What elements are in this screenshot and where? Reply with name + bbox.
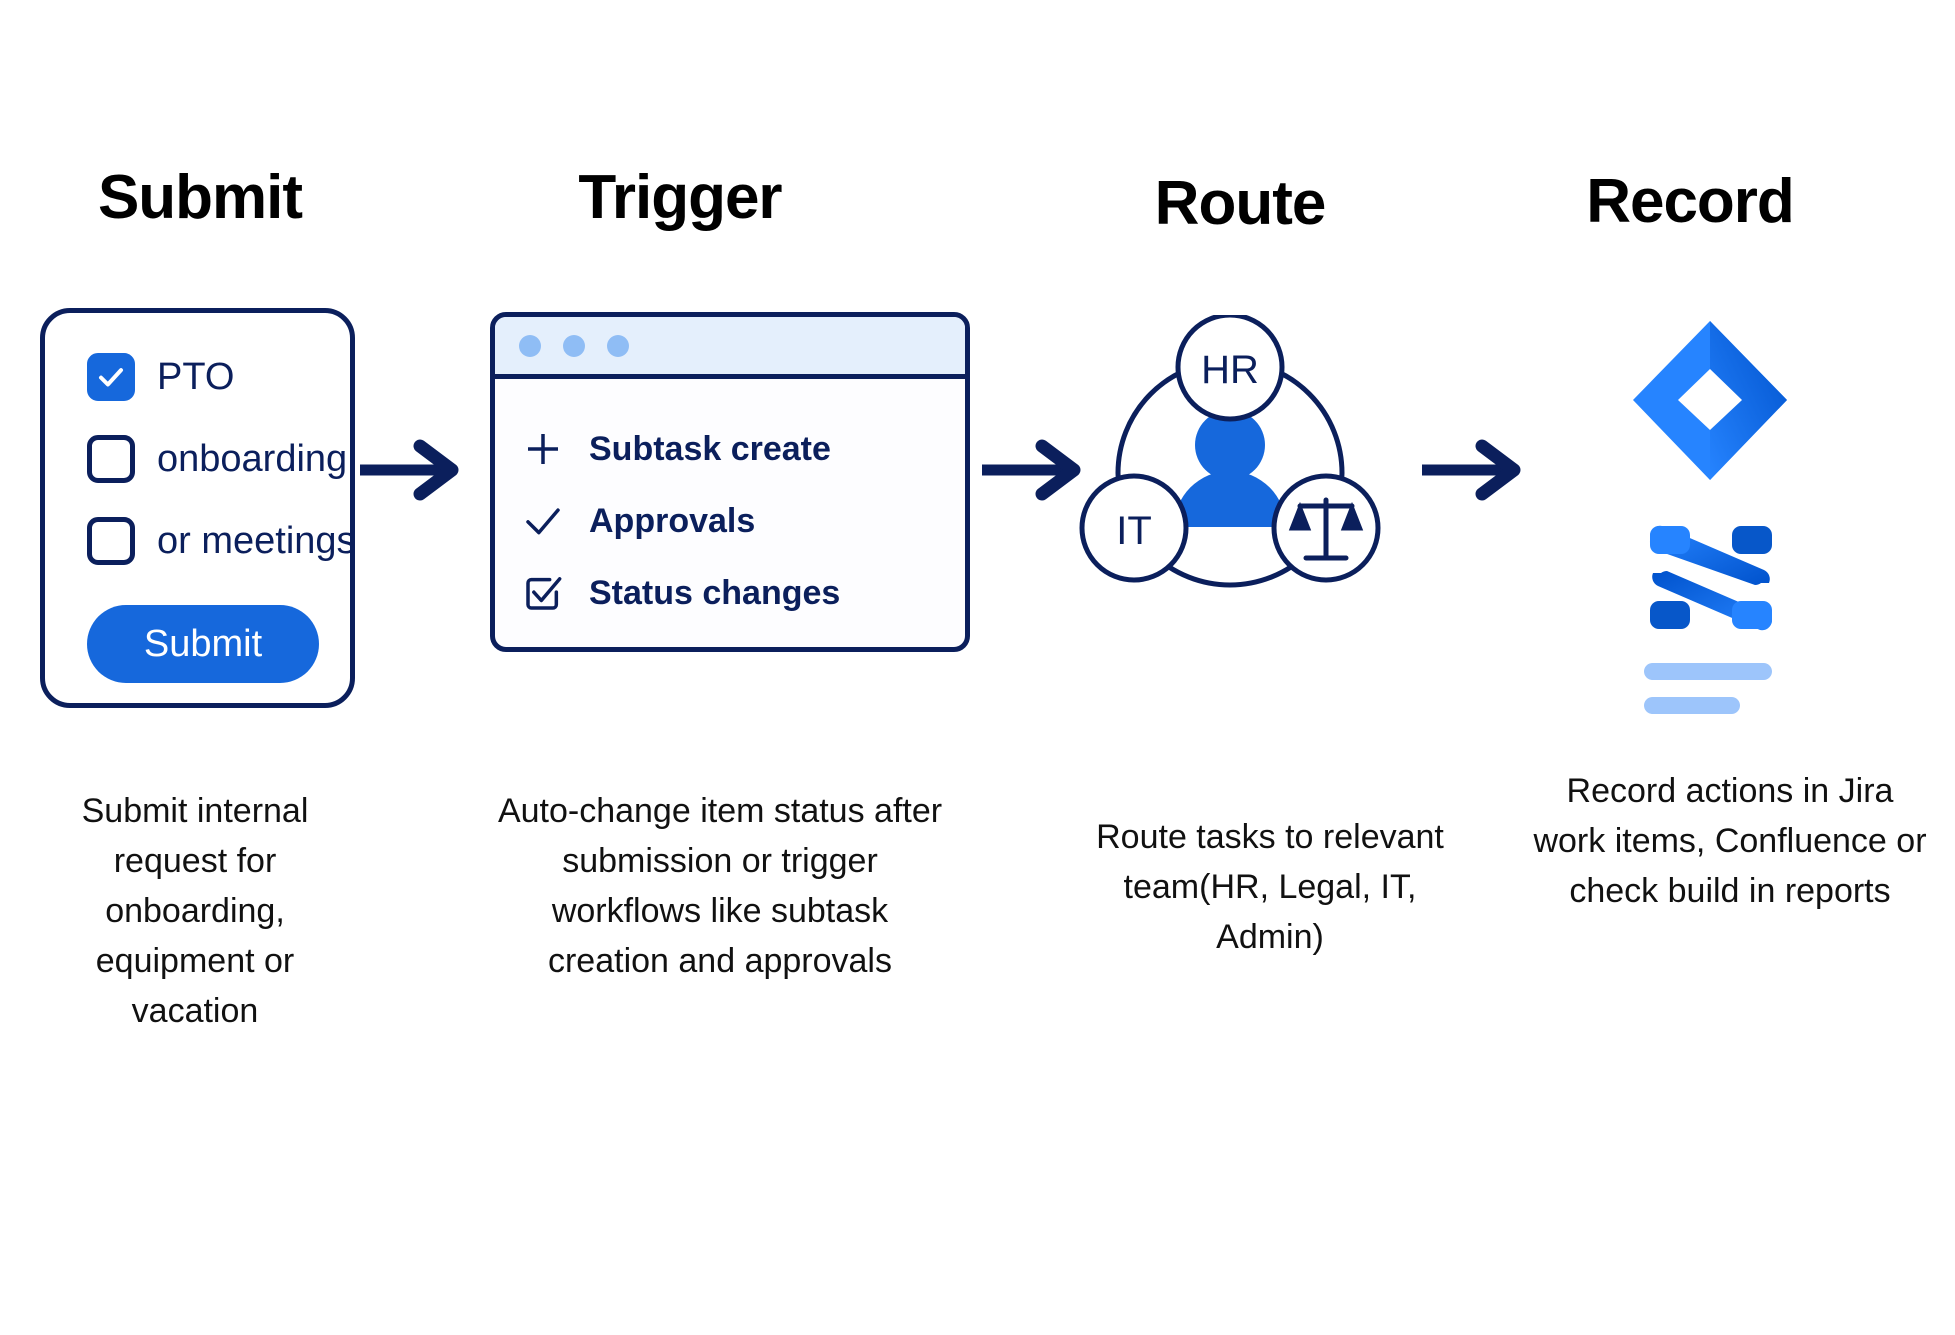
- page-title-submit: Submit: [97, 163, 303, 232]
- trigger-list: Subtask create Approvals Status cha: [495, 379, 965, 629]
- checkbox-row-or-meetings[interactable]: or meetings: [87, 517, 356, 565]
- window-dot-icon: [519, 334, 541, 357]
- flow-arrow-submit-to-trigger: [358, 438, 468, 507]
- person-icon: [1174, 410, 1286, 527]
- list-item-label: Approvals: [589, 501, 756, 540]
- caption-route: Route tasks to relevant team(HR, Legal, …: [1096, 818, 1444, 956]
- check-icon: [521, 499, 565, 543]
- checkbox-onboarding[interactable]: [87, 435, 135, 483]
- confluence-logo: [1649, 525, 1772, 631]
- list-item[interactable]: Subtask create: [521, 413, 965, 485]
- page-title-trigger: Trigger: [578, 163, 782, 232]
- submit-button[interactable]: Submit: [87, 605, 319, 683]
- plus-icon: [521, 427, 565, 471]
- jira-logo: [1633, 321, 1787, 480]
- list-item[interactable]: Approvals: [521, 485, 965, 557]
- check-icon: [99, 368, 123, 387]
- list-item-label: Status changes: [589, 573, 841, 612]
- placeholder-bar: [1644, 663, 1772, 680]
- checkbox-checked-icon: [521, 571, 565, 615]
- checkbox-label-onboarding: onboarding: [157, 437, 348, 480]
- flow-arrow-route-to-record: [1420, 438, 1530, 507]
- page-title-route: Route: [1154, 169, 1327, 238]
- caption-trigger: Auto-change item status after submission…: [497, 792, 943, 980]
- checkbox-row-onboarding[interactable]: onboarding: [87, 435, 347, 483]
- checkbox-label-pto: PTO: [157, 355, 235, 398]
- checkbox-or-meetings[interactable]: [87, 517, 135, 565]
- checkbox-pto[interactable]: [87, 353, 135, 401]
- submit-form-card: PTO onboarding or meetings Submit: [40, 308, 356, 708]
- flow-arrow-trigger-to-route: [980, 438, 1090, 507]
- route-node-label-hr: HR: [1201, 348, 1259, 392]
- list-item[interactable]: Status changes: [521, 557, 965, 629]
- trigger-window-card: Subtask create Approvals Status cha: [490, 312, 970, 652]
- route-team-graphic: HR IT: [1060, 312, 1400, 620]
- window-dot-icon: [563, 334, 585, 357]
- checkbox-label-or-meetings: or meetings: [157, 519, 356, 562]
- scales-of-justice-icon: [1288, 497, 1364, 561]
- page-title-record: Record: [1586, 167, 1795, 236]
- route-node-label-it: IT: [1116, 509, 1152, 553]
- caption-submit: Submit internal request for onboarding, …: [81, 792, 309, 1030]
- window-titlebar: [495, 317, 965, 379]
- list-item-label: Subtask create: [589, 429, 831, 468]
- window-dot-icon: [607, 334, 629, 357]
- checkbox-row-pto[interactable]: PTO: [87, 353, 234, 401]
- placeholder-bar: [1644, 697, 1740, 714]
- caption-record: Record actions in Jira work items, Confl…: [1533, 772, 1927, 910]
